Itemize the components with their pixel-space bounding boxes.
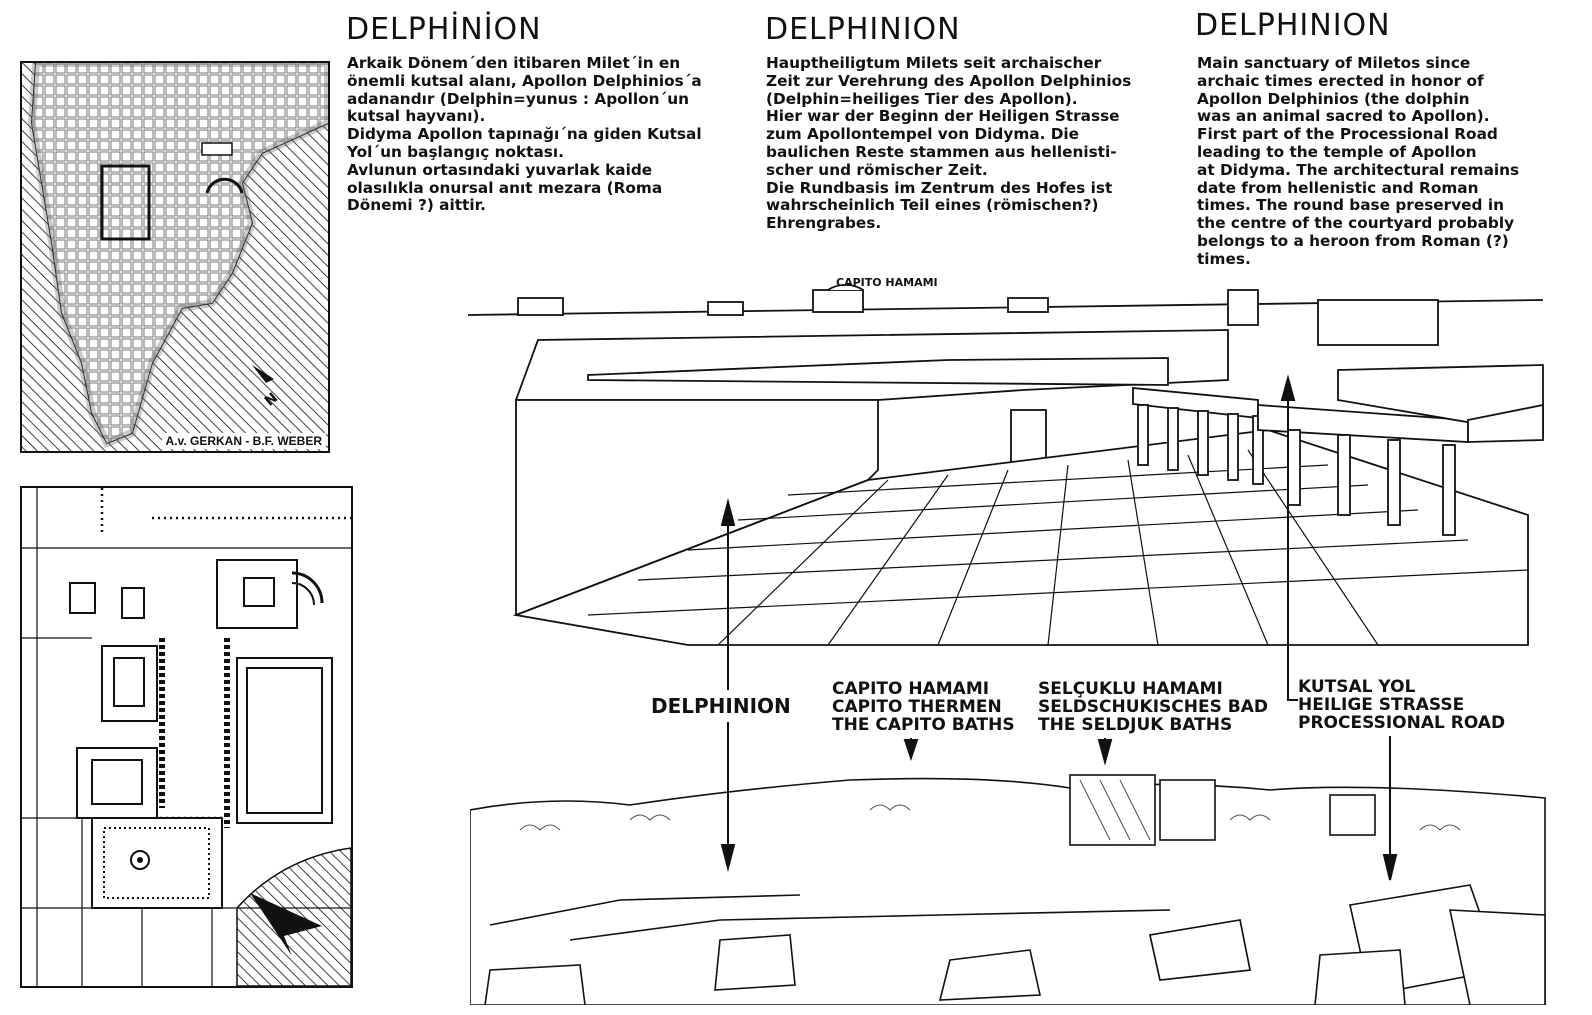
map-credit: A.v. GERKAN - B.F. WEBER <box>161 433 326 449</box>
processional-road-label: KUTSAL YOL HEILIGE STRASSE PROCESSIONAL … <box>1298 677 1506 733</box>
title-german: DELPHINION <box>765 12 961 47</box>
title-english: DELPHINION <box>1195 8 1391 43</box>
reconstruction-drawing: CAPITO HAMAMI <box>468 276 1544 646</box>
ruins-drawing <box>470 774 1546 1005</box>
north-arrow-icon <box>250 893 322 956</box>
text-german: Hauptheiligtum Milets seit archaischer Z… <box>766 54 1132 233</box>
text-english: Main sanctuary of Miletos since archaic … <box>1197 54 1520 268</box>
seljuk-baths-label: SELÇUKLU HAMAMI SELDSCHUKISCHES BAD THE … <box>1038 679 1268 735</box>
site-plan-drawing <box>22 488 351 986</box>
capito-baths-label: CAPITO HAMAMI CAPITO THERMEN THE CAPITO … <box>832 679 1015 735</box>
text-turkish: Arkaik Dönem´den itibaren Milet´in en ön… <box>347 54 702 215</box>
city-map: N A.v. GERKAN - B.F. WEBER <box>20 61 330 453</box>
site-plan <box>20 486 353 988</box>
capito-label-top: CAPITO HAMAMI <box>836 276 938 289</box>
city-map-drawing: N <box>22 63 328 451</box>
title-turkish: DELPHİNİON <box>346 12 542 47</box>
delphinion-label: DELPHINION <box>651 694 791 718</box>
